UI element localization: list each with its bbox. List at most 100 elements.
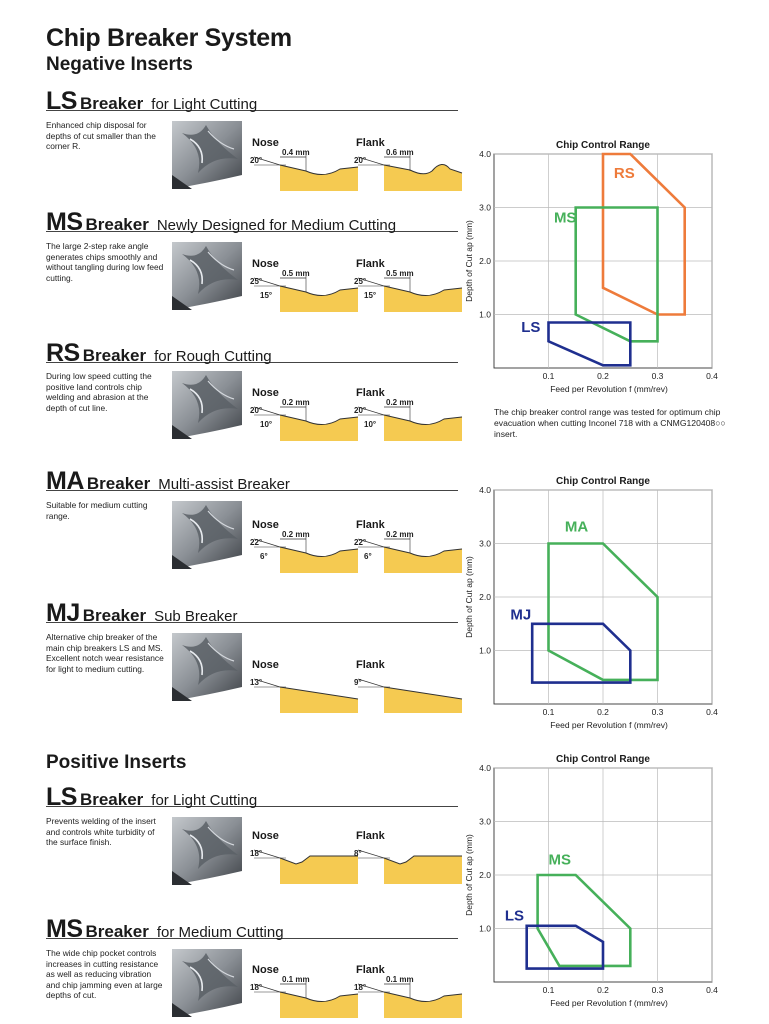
insert-photo-graphic (168, 240, 244, 310)
nose-land-width: 0.4 mm (282, 148, 310, 157)
series-label-rs: RS (614, 165, 635, 182)
test-condition-note: The chip breaker control range was teste… (494, 407, 726, 439)
breaker-code: RS (46, 339, 80, 367)
flank-label: Flank (356, 137, 385, 149)
nose-profile: 20°10°0.2 mm (250, 398, 360, 441)
range-ms (574, 206, 659, 343)
flank-label: Flank (356, 258, 385, 270)
nose-label: Nose (252, 258, 279, 270)
flank-profile-graphic: 18°0.1 mm (354, 975, 463, 1018)
chart-title: Chip Control Range (556, 476, 650, 487)
nose-profile-graphic: 20°0.4 mm (250, 148, 359, 191)
nose-profile: 22°6°0.2 mm (250, 530, 360, 573)
nose-land-width: 0.2 mm (282, 398, 310, 407)
breaker-word: Breaker (82, 606, 147, 625)
nose-profile-graphic: 18° (250, 849, 358, 884)
insert-photo-graphic (168, 815, 244, 885)
flank-angle-2: 10° (364, 420, 376, 429)
flank-label: Flank (356, 964, 385, 976)
breaker-word: Breaker (82, 346, 147, 365)
nose-angle-2: 15° (260, 291, 272, 300)
flank-land-width: 0.2 mm (386, 398, 414, 407)
nose-profile: 20°0.4 mm (250, 148, 360, 191)
flank-profile-graphic: 9° (354, 678, 463, 713)
insert-photo (168, 499, 244, 569)
flank-angle-2: 15° (364, 291, 376, 300)
x-tick-label: 0.4 (706, 371, 718, 381)
nose-angle-1: 13° (250, 678, 262, 687)
range-ms (536, 873, 632, 968)
y-tick-label: 4.0 (479, 485, 491, 495)
y-tick-label: 2.0 (479, 870, 491, 880)
breaker-word: Breaker (79, 94, 144, 113)
x-axis-title: Feed per Revolution f (mm/rev) (550, 384, 668, 394)
x-tick-label: 0.1 (543, 985, 555, 995)
breaker-word: Breaker (79, 790, 144, 809)
x-tick-label: 0.1 (543, 371, 555, 381)
insert-photo-graphic (168, 369, 244, 439)
range-ls (525, 924, 605, 970)
flank-label: Flank (356, 659, 385, 671)
insert-photo (168, 815, 244, 885)
nose-profile-graphic: 22°6°0.2 mm (250, 530, 359, 573)
nose-profile-graphic: 20°10°0.2 mm (250, 398, 359, 441)
breaker-word: Breaker (85, 215, 149, 234)
breaker-description: Enhanced chip disposal for depths of cut… (46, 120, 156, 152)
nose-angle-1: 25° (250, 277, 262, 286)
flank-profile-graphic: 20°10°0.2 mm (354, 398, 463, 441)
flank-profile: 20°10°0.2 mm (354, 398, 464, 441)
flank-land-width: 0.5 mm (386, 269, 414, 278)
x-tick-label: 0.3 (652, 985, 664, 995)
x-tick-label: 0.3 (652, 707, 664, 717)
flank-profile: 20°0.6 mm (354, 148, 464, 191)
flank-angle-2: 6° (364, 552, 372, 561)
x-axis-title: Feed per Revolution f (mm/rev) (550, 998, 668, 1008)
breaker-word: Breaker (86, 474, 151, 493)
breaker-subtitle: for Medium Cutting (156, 924, 284, 941)
x-tick-label: 0.3 (652, 371, 664, 381)
nose-profile: 13° (250, 673, 360, 713)
breaker-description: The wide chip pocket controls increases … (46, 948, 163, 1001)
y-tick-label: 2.0 (479, 256, 491, 266)
nose-label: Nose (252, 387, 279, 399)
breaker-code: MS (46, 915, 83, 943)
breaker-subtitle: for Light Cutting (151, 96, 258, 113)
y-axis-title: Depth of Cut ap (mm) (464, 556, 474, 638)
flank-angle-1: 8° (354, 849, 362, 858)
nose-label: Nose (252, 659, 279, 671)
flank-land-width: 0.2 mm (386, 530, 414, 539)
nose-profile: 18° 0.1 mm (250, 975, 360, 1018)
x-axis-title: Feed per Revolution f (mm/rev) (550, 720, 668, 730)
nose-angle-1: 18° (250, 983, 262, 992)
flank-label: Flank (356, 519, 385, 531)
negative-inserts-title: Negative Inserts (46, 54, 193, 75)
breaker-subtitle: Newly Designed for Medium Cutting (156, 217, 397, 234)
series-label-ms: MS (554, 209, 577, 226)
flank-profile-graphic: 8° (354, 849, 462, 884)
flank-profile: 9° (354, 673, 464, 713)
flank-land-width: 0.1 mm (386, 975, 414, 984)
series-label-ls: LS (505, 907, 524, 924)
y-tick-label: 3.0 (479, 817, 491, 827)
nose-angle-2: 10° (260, 420, 272, 429)
nose-land-width: 0.1 mm (282, 975, 310, 984)
breaker-description: The large 2-step rake angle generates ch… (46, 241, 164, 283)
y-axis-title: Depth of Cut ap (mm) (464, 220, 474, 302)
flank-profile: 22°6°0.2 mm (354, 530, 464, 573)
x-tick-label: 0.4 (706, 985, 718, 995)
y-tick-label: 4.0 (479, 149, 491, 159)
breaker-subtitle: for Rough Cutting (154, 348, 272, 365)
breaker-description: Alternative chip breaker of the main chi… (46, 632, 164, 674)
range-ls (547, 321, 632, 367)
flank-profile: 8° (354, 844, 464, 884)
nose-label: Nose (252, 964, 279, 976)
